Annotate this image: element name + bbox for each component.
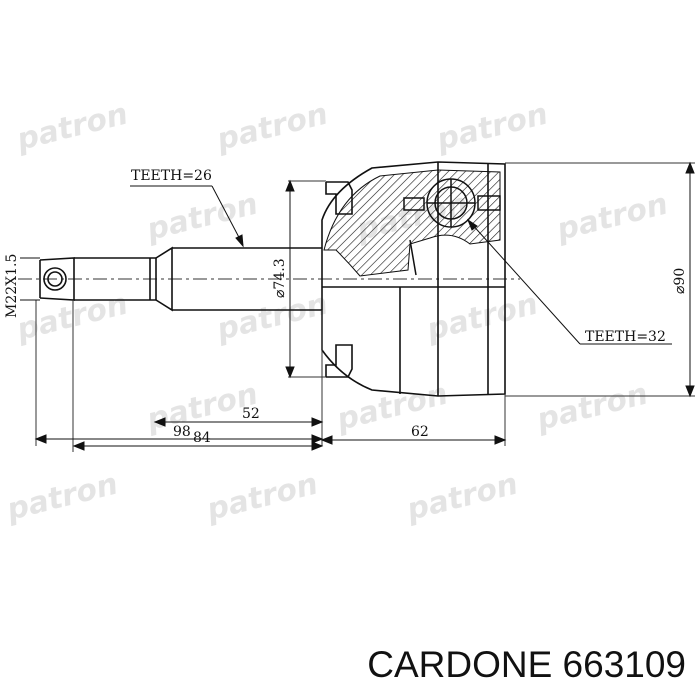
watermark-text: patron [2, 467, 121, 528]
hatched-section [323, 169, 501, 277]
watermark-text: patron [532, 377, 651, 438]
diameter-74-3-label: ⌀74.3 [272, 258, 288, 298]
length-84-label: 84 [193, 430, 211, 446]
length-98-label: 98 [173, 424, 191, 440]
thread-label: M22X1.5 [4, 254, 20, 318]
watermark-layer: patron patron patron patron patron patro… [2, 97, 671, 528]
watermark-text: patron [12, 287, 131, 348]
watermark-text: patron [422, 287, 541, 348]
diameter-90-label: ⌀90 [672, 268, 688, 294]
watermark-text: patron [402, 467, 521, 528]
ball-cage [403, 178, 501, 276]
watermark-text: patron [552, 187, 671, 248]
watermark-text: patron [332, 377, 451, 438]
watermark-text: patron [212, 97, 331, 158]
length-62-label: 62 [411, 424, 429, 440]
leader-lines [130, 185, 672, 345]
extension-lines [35, 162, 695, 452]
dimension-lines [20, 161, 695, 451]
length-52-label: 52 [242, 406, 260, 422]
product-caption: CARDONE 663109 [367, 644, 686, 685]
watermark-text: patron [202, 467, 321, 528]
watermark-text: patron [142, 187, 261, 248]
watermark-text: patron [432, 97, 551, 158]
shaft [39, 246, 323, 312]
teeth-32-label: TEETH=32 [585, 329, 666, 345]
watermark-text: patron [12, 97, 131, 158]
teeth-26-label: TEETH=26 [131, 168, 212, 184]
